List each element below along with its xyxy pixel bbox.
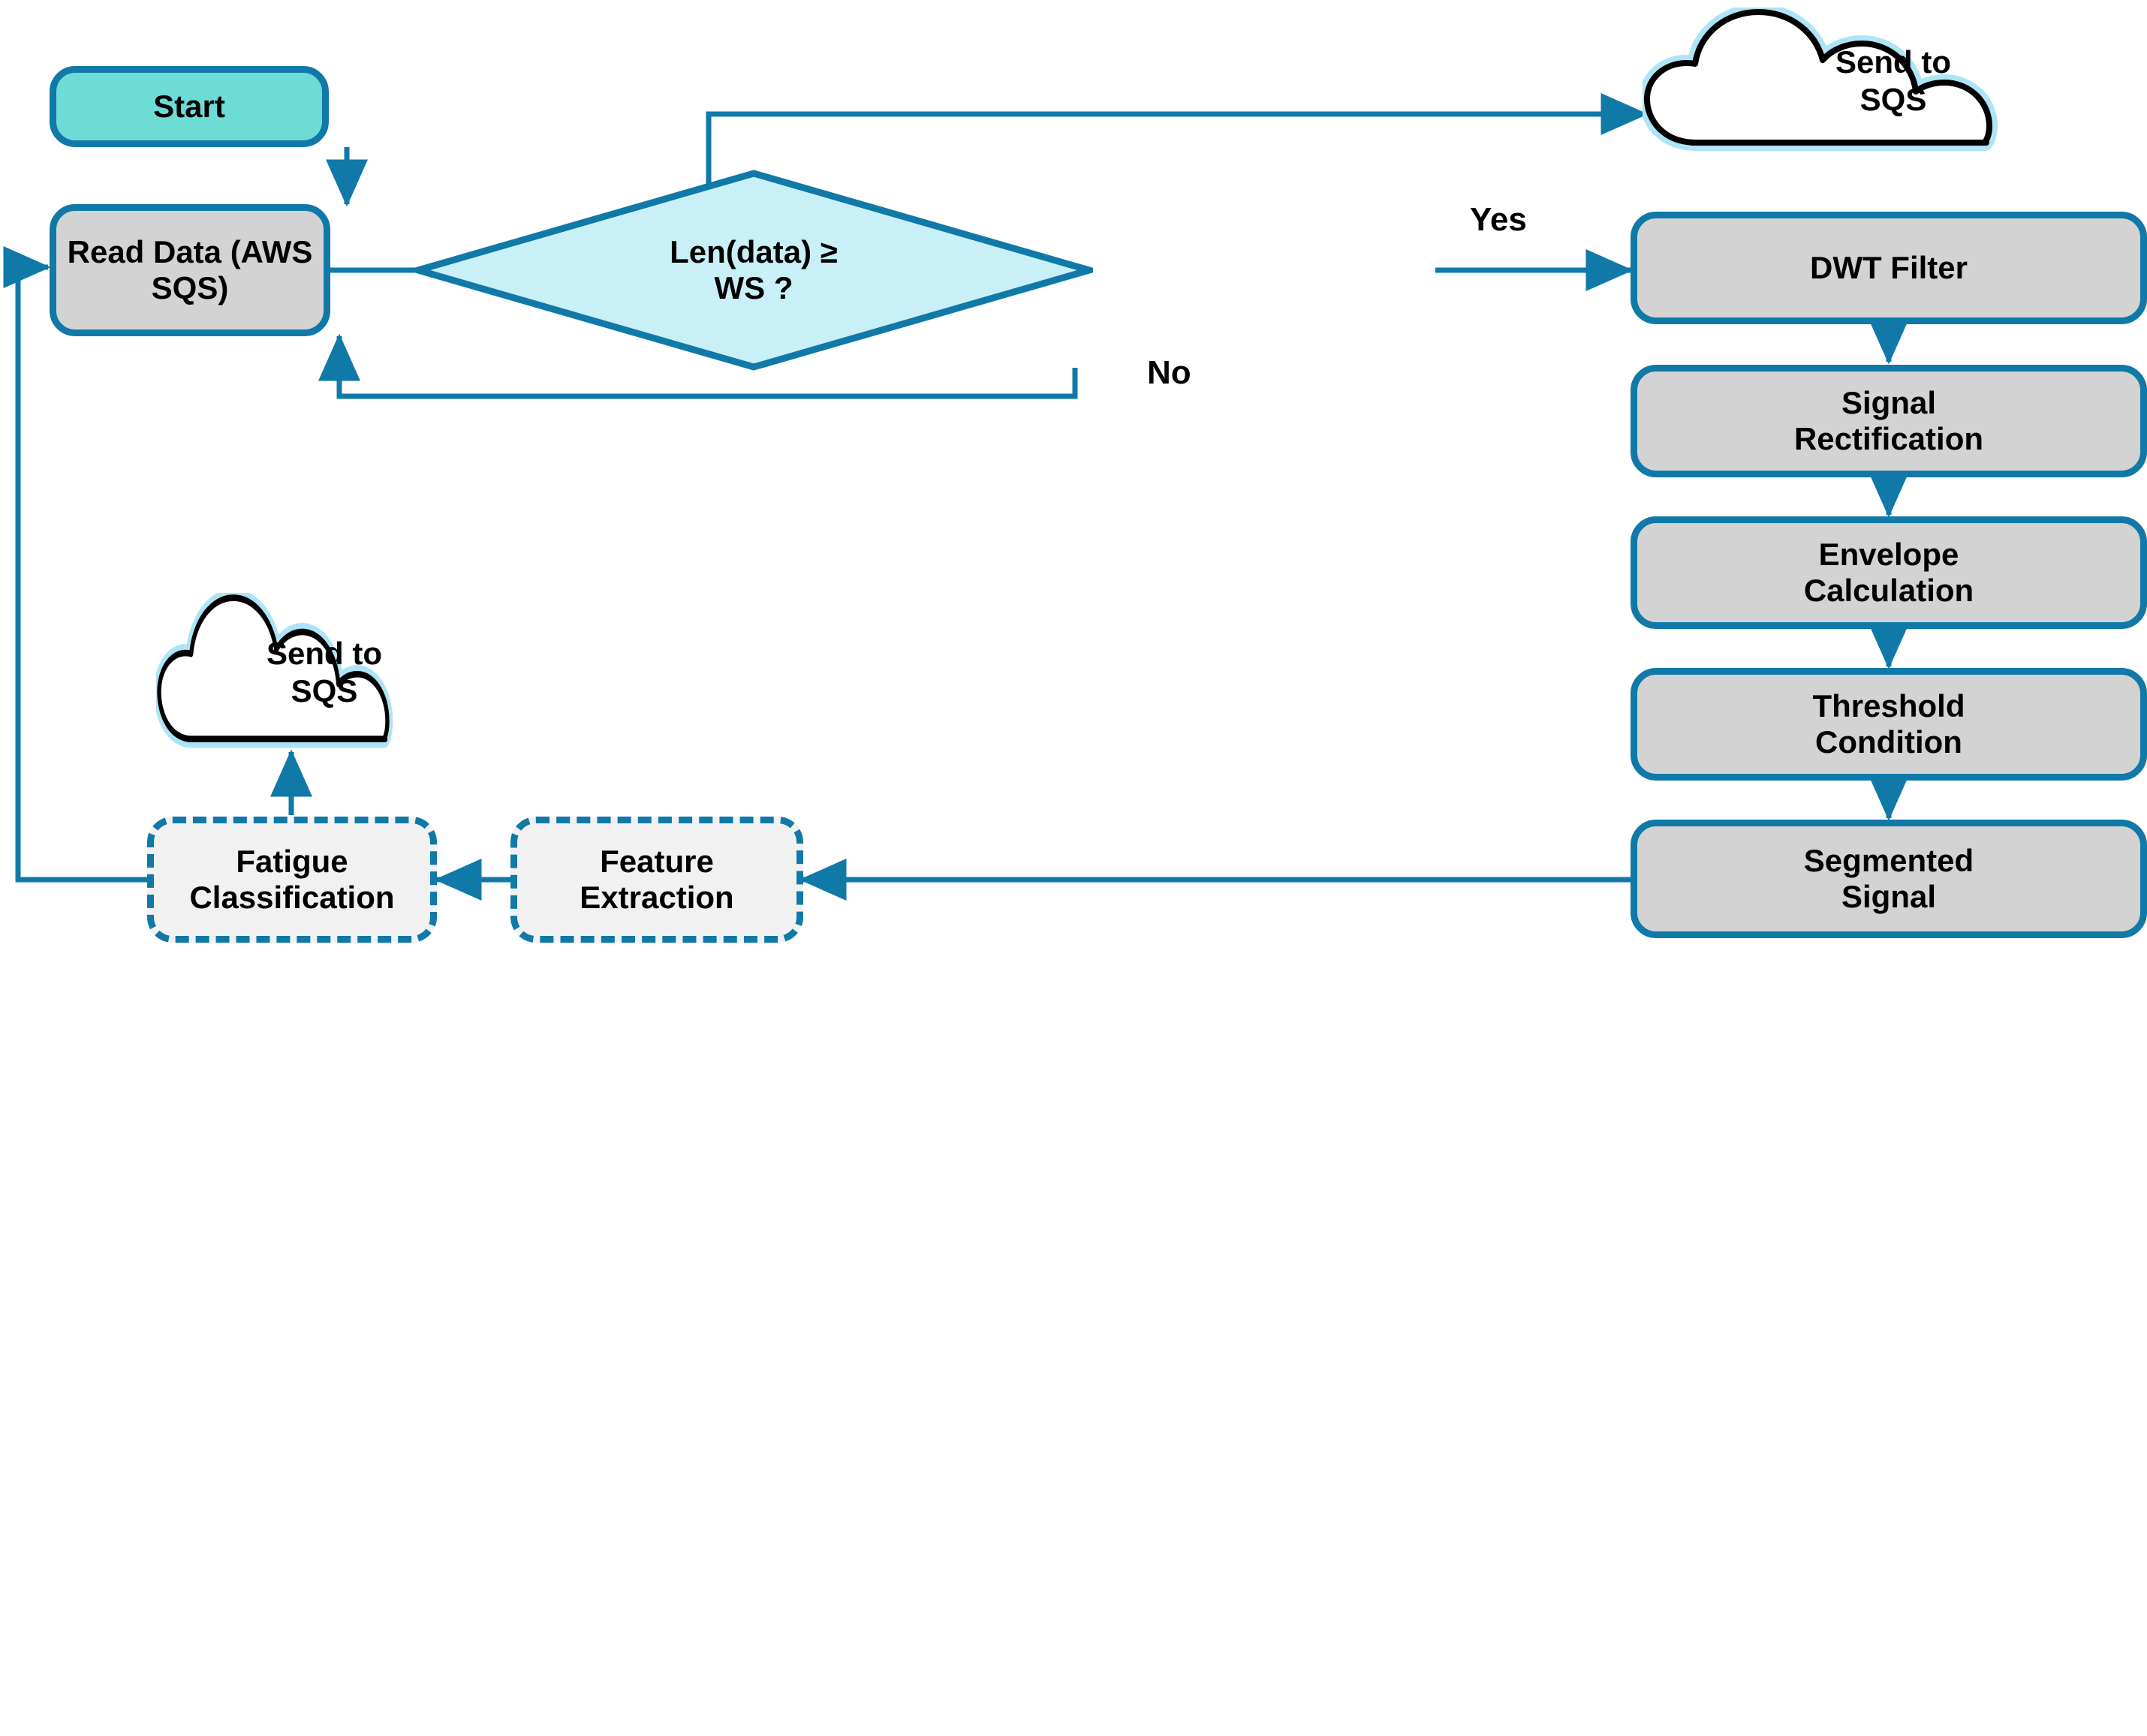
node-cloud-top[interactable]: Send to SQS [1639, 4, 2093, 155]
node-cloud-top-label: Send to SQS [1835, 44, 1951, 117]
node-feature-extraction-label: Feature Extraction [580, 843, 734, 915]
node-threshold-condition[interactable]: Threshold Condition [1631, 668, 2147, 781]
node-cloud-bottom-label: Send to SQS [266, 635, 382, 709]
node-decision-label: Len(data) ≥ WS ? [670, 233, 838, 305]
edge-label-yes: Yes [1470, 201, 1527, 238]
cloud-icon [1639, 4, 1998, 151]
node-segmented-signal-label: Segmented Signal [1803, 842, 1974, 914]
cloud-icon [153, 588, 393, 748]
node-fatigue-classification[interactable]: Fatigue Classification [147, 817, 437, 943]
node-envelope-calculation[interactable]: Envelope Calculation [1631, 516, 2147, 629]
edge-fatigue-classification-to-read-data [3, 246, 150, 883]
node-feature-extraction[interactable]: Feature Extraction [510, 817, 803, 943]
node-read-data[interactable]: Read Data (AWS SQS) [50, 204, 330, 336]
node-segmented-signal[interactable]: Segmented Signal [1631, 820, 2147, 938]
node-decision[interactable]: Len(data) ≥ WS ? [405, 170, 1102, 371]
node-signal-rectification-label: Signal Rectification [1793, 384, 1984, 456]
node-start-label: Start [153, 88, 225, 124]
node-signal-rectification[interactable]: Signal Rectification [1631, 365, 2147, 477]
node-start[interactable]: Start [50, 66, 329, 147]
node-fatigue-classification-label: Fatigue Classification [189, 843, 395, 915]
node-envelope-calculation-label: Envelope Calculation [1803, 536, 1974, 608]
node-dwt-filter-label: DWT Filter [1810, 249, 1968, 285]
edge-label-no: No [1147, 354, 1191, 391]
node-dwt-filter[interactable]: DWT Filter [1631, 212, 2147, 324]
decision-diamond-shape [405, 170, 1102, 371]
node-threshold-condition-label: Threshold Condition [1812, 687, 1965, 760]
node-cloud-bottom[interactable]: Send to SQS [153, 588, 456, 752]
node-read-data-label: Read Data (AWS SQS) [67, 233, 313, 305]
